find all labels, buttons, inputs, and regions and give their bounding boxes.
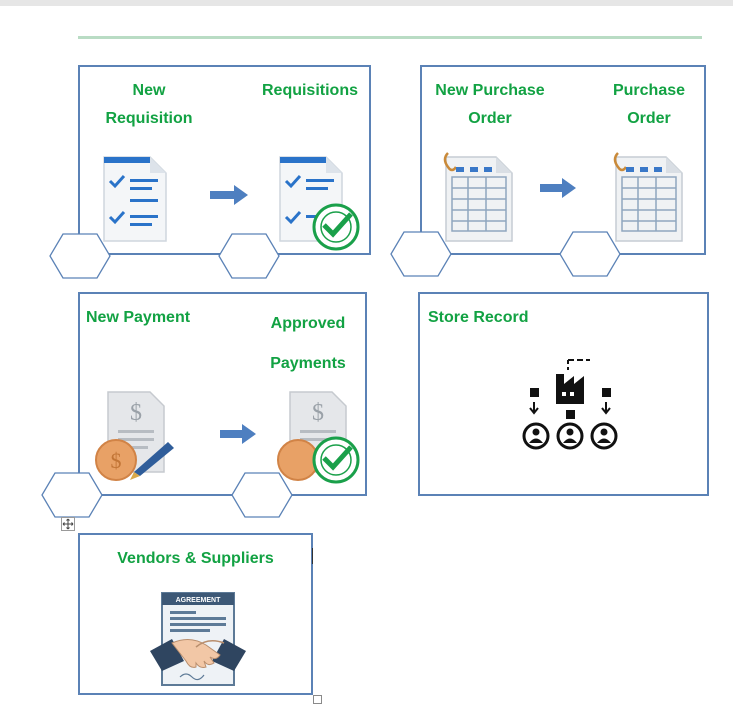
invoice-coin-pen-icon[interactable]: $ $: [94, 388, 178, 484]
payments-card[interactable]: New Payment Approved Payments $ $ $: [78, 292, 367, 496]
vendors-suppliers-card[interactable]: Vendors & Suppliers AGREEMENT: [78, 533, 313, 695]
store-record-card[interactable]: Store Record: [418, 292, 709, 496]
hexagon-shape[interactable]: [218, 233, 280, 279]
approved-checklist-icon[interactable]: [276, 153, 362, 253]
hexagon-shape[interactable]: [231, 472, 293, 518]
requisitions-card[interactable]: New Requisition Requisitions: [78, 65, 371, 255]
agreement-text: AGREEMENT: [176, 597, 221, 604]
spreadsheet-document-icon[interactable]: [608, 151, 688, 247]
table-move-handle[interactable]: [61, 517, 75, 531]
svg-text:$: $: [130, 400, 142, 426]
hexagon-shape[interactable]: [559, 231, 621, 277]
arrow-right-icon: [540, 178, 576, 198]
purchase-order-label[interactable]: Purchase Order: [612, 82, 686, 127]
vendors-suppliers-label[interactable]: Vendors & Suppliers: [117, 550, 274, 567]
hexagon-shape[interactable]: [41, 472, 103, 518]
requisitions-label[interactable]: Requisitions: [261, 82, 358, 99]
hexagon-shape[interactable]: [390, 231, 452, 277]
table-resize-handle[interactable]: [313, 695, 322, 704]
window-top-strip: [0, 0, 733, 6]
approved-payments-label[interactable]: Approved Payments: [270, 315, 346, 372]
store-record-label[interactable]: Store Record: [428, 309, 529, 326]
header-rule: [78, 36, 702, 39]
checklist-document-icon[interactable]: [100, 153, 170, 245]
text-cursor: [312, 548, 313, 564]
purchase-orders-card[interactable]: New Purchase Order Purchase Order: [420, 65, 706, 255]
agreement-handshake-icon[interactable]: AGREEMENT: [150, 591, 246, 687]
spreadsheet-document-icon[interactable]: [438, 151, 518, 247]
svg-text:$: $: [111, 448, 122, 473]
hexagon-shape[interactable]: [49, 233, 111, 279]
new-purchase-order-label[interactable]: New Purchase Order: [435, 82, 545, 127]
new-requisition-label[interactable]: New Requisition: [105, 82, 193, 127]
arrow-right-icon: [220, 424, 256, 444]
factory-distribution-icon[interactable]: [522, 356, 618, 454]
new-payment-label[interactable]: New Payment: [86, 309, 191, 326]
svg-text:$: $: [312, 400, 324, 426]
arrow-right-icon: [210, 185, 248, 205]
approved-invoice-icon[interactable]: $: [276, 388, 362, 486]
